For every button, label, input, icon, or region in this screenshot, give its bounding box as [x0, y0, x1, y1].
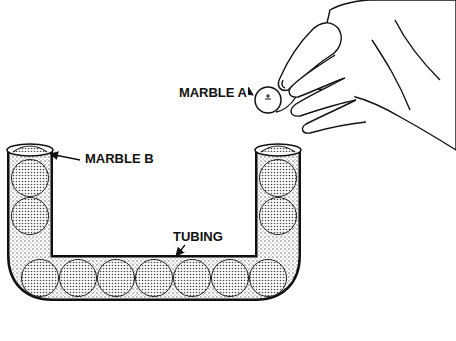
- marble: [136, 260, 173, 297]
- marble: [22, 260, 59, 297]
- part-label: MARBLE A: [178, 86, 248, 100]
- part-label: MARBLE B: [84, 152, 155, 166]
- marble: [260, 198, 297, 235]
- marble: [174, 260, 211, 297]
- marble-b-top: [13, 146, 47, 152]
- marble: [98, 260, 135, 297]
- finger-edge: [276, 97, 296, 112]
- marble: [12, 198, 49, 235]
- leader-line: [250, 93, 253, 95]
- tubing-interior: [30, 150, 278, 278]
- leader-line: [50, 154, 80, 160]
- marble-a: [255, 87, 281, 113]
- part-label: TUBING: [172, 230, 224, 244]
- marbles: [12, 160, 297, 297]
- marble: [60, 260, 97, 297]
- marble: [212, 260, 249, 297]
- marble: [250, 260, 287, 297]
- tube-opening: [255, 144, 301, 156]
- leader-line: [176, 245, 185, 256]
- marble-top: [261, 146, 295, 152]
- marble: [12, 160, 49, 197]
- tubing-outline: [30, 150, 278, 278]
- tube-opening: [7, 144, 53, 156]
- marble-a-mark: [265, 94, 271, 99]
- marble: [260, 160, 297, 197]
- hand: [278, 0, 456, 150]
